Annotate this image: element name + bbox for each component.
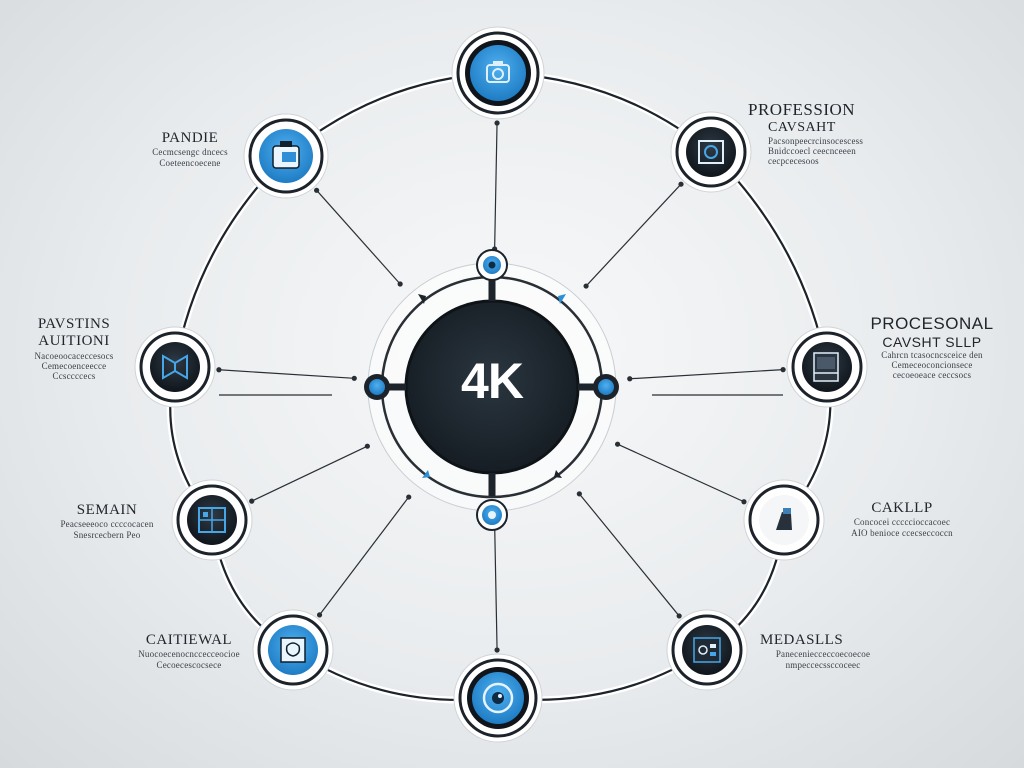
frame-icon: [280, 637, 306, 663]
node-label-top-right: PROFESSION CAVSAHT Pacsonpeecrcinsocesce…: [748, 100, 908, 167]
spoke-dot: [678, 181, 684, 187]
grid-icon: [198, 507, 226, 533]
node-title: PANDIE: [161, 130, 219, 146]
hub-connector-left: [364, 374, 390, 400]
hub-connector-bottom: [476, 499, 508, 531]
node-desc: AIO benioce ccecseccoccn: [851, 527, 953, 538]
spoke-dot: [316, 612, 323, 618]
node-desc: Nuocoecenocnccecceocioe: [138, 649, 240, 660]
node-desc: Cecmcsengc dncecs: [152, 147, 228, 158]
tripod-icon: [776, 508, 792, 530]
center-label: 4K: [461, 353, 524, 409]
node-title: CAVSAHT: [768, 119, 836, 135]
spoke-line: [494, 122, 498, 250]
spoke-dot: [741, 499, 747, 505]
spoke-dot: [351, 375, 357, 381]
node-label-left: PAVSTINS AUITIONI Nacoeoocaceccesocs Cem…: [10, 316, 138, 382]
spoke-dot: [494, 647, 500, 653]
node-lower-left: [171, 479, 253, 561]
node-top-right: [670, 111, 752, 193]
spoke-dot: [364, 443, 370, 449]
spoke-line: [319, 496, 410, 616]
node-desc: Coeteencoecene: [159, 157, 221, 168]
recorder-icon: [693, 637, 721, 663]
spoke-line: [218, 369, 355, 379]
connector-lines: [216, 120, 786, 653]
node-label-bottom-right: MEDASLLS Paneceniecceccoecoecoe nmpeccec…: [752, 632, 894, 670]
center-hub: [367, 262, 617, 512]
node-bottom: [453, 653, 543, 743]
spoke-dot: [676, 613, 682, 619]
node-desc: Peacseeeoco ccccocacen: [60, 519, 154, 530]
spoke-dot: [494, 120, 500, 126]
camera-icon: [486, 61, 510, 83]
node-desc: cecoeoeace ceccsocs: [892, 370, 972, 381]
spoke-line: [585, 183, 682, 287]
lens-icon: [482, 682, 514, 714]
node-desc: Ccsccccecs: [52, 371, 96, 382]
node-desc: Snesrcecbern Peo: [73, 529, 141, 540]
node-title: AUITIONI: [38, 333, 110, 350]
spoke-line: [316, 189, 401, 285]
node-label-lower-right: CAKLLP Concocei cccccioccacoec AIO benio…: [832, 500, 972, 538]
spoke-dot: [397, 281, 403, 287]
spoke-dot: [627, 376, 633, 382]
monitor-icon: [813, 352, 839, 382]
film-icon: [162, 354, 188, 380]
node-title: MEDASLLS: [760, 632, 844, 648]
node-desc: Paneceniecceccoecoecoe: [775, 649, 871, 660]
spoke-line: [629, 369, 784, 380]
spoke-dot: [314, 187, 320, 193]
spoke-line: [578, 493, 680, 617]
node-label-lower-left: SEMAIN Peacseeeoco ccccocacen Snesrcecbe…: [48, 502, 166, 540]
hub-connector-right: [593, 374, 619, 400]
camera-body-icon: [272, 141, 300, 169]
spoke-dot: [780, 367, 786, 373]
spoke-dot: [249, 498, 255, 504]
node-top-left: [243, 113, 329, 199]
node-desc: Cemeceoconcionsece: [891, 359, 973, 370]
spoke-line: [251, 445, 368, 502]
node-desc: Nacoeoocaceccesocs: [34, 350, 114, 361]
spoke-dot: [406, 494, 412, 500]
node-desc: Cecoecescocsece: [156, 659, 222, 670]
node-title: PAVSTINS: [37, 316, 111, 332]
spoke-dot: [614, 441, 621, 447]
node-title: PROCESONAL: [870, 314, 994, 333]
node-title: CAKLLP: [871, 500, 933, 516]
node-desc: nmpeccecssccoceec: [785, 659, 861, 670]
spoke-line: [617, 443, 745, 503]
node-title: SEMAIN: [76, 502, 138, 518]
spoke-dot: [583, 283, 589, 289]
node-title: CAVSHT SLLP: [882, 333, 982, 350]
node-desc: Bnidccoecl ceecnceeen: [768, 145, 856, 156]
node-label-right: PROCESONAL CAVSHT SLLP Cahrcn tcasocncsc…: [852, 314, 1012, 381]
node-right: [786, 326, 868, 408]
spoke-line: [494, 524, 498, 651]
node-bottom-right: [666, 609, 748, 691]
spoke-dot: [576, 491, 582, 497]
node-label-top-left: PANDIE Cecmcsengc dncecs Coeteencoecene: [120, 130, 260, 168]
node-desc: Cahrcn tcasocncsceice den: [881, 349, 983, 360]
node-lower-right: [743, 479, 825, 561]
node-bottom-left: [252, 609, 334, 691]
node-label-bottom-left: CAITIEWAL Nuocoecenocnccecceocioe Cecoec…: [120, 632, 258, 670]
hub-connector-top: [476, 249, 508, 281]
node-desc: Pacsonpeecrcinsocescess: [768, 135, 864, 146]
node-left: [134, 326, 216, 408]
node-title: CAITIEWAL: [145, 632, 233, 648]
spoke-dot: [216, 367, 222, 373]
node-top: [451, 26, 545, 120]
node-title: PROFESSION: [748, 100, 856, 119]
node-desc: Concocei cccccioccacoec: [853, 517, 951, 528]
video-camera-icon: [698, 140, 724, 164]
node-desc: Cemecoenceecce: [41, 360, 107, 371]
node-desc: cecpcecesoos: [768, 156, 819, 167]
